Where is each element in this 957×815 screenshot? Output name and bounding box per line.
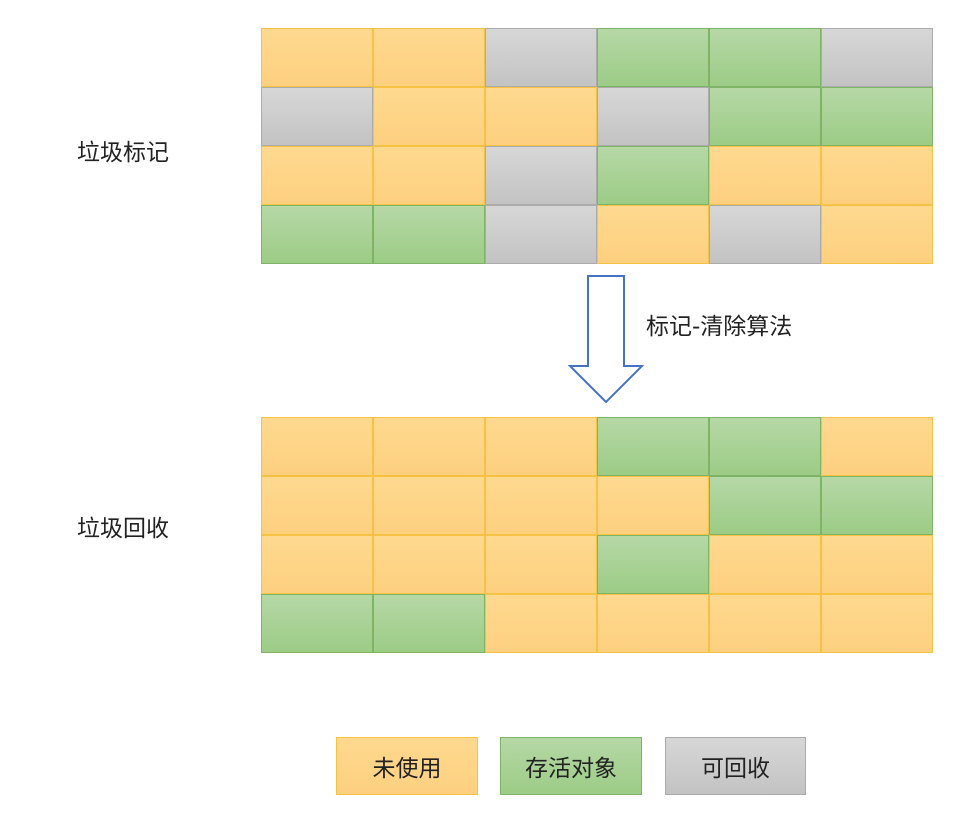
memory-block-unused xyxy=(821,205,933,264)
memory-block-collectable xyxy=(485,205,597,264)
memory-block-unused xyxy=(597,476,709,535)
memory-grid-after xyxy=(261,417,933,653)
legend-alive: 存活对象 xyxy=(500,737,642,795)
memory-block-alive xyxy=(709,28,821,87)
legend-alive-label: 存活对象 xyxy=(525,756,617,782)
legend-collectable: 可回收 xyxy=(665,737,806,795)
memory-block-unused xyxy=(485,535,597,594)
memory-block-alive xyxy=(373,205,485,264)
collection-label: 垃圾回收 xyxy=(77,516,169,542)
memory-block-alive xyxy=(709,417,821,476)
memory-block-collectable xyxy=(709,205,821,264)
memory-block-alive xyxy=(261,594,373,653)
memory-block-unused xyxy=(597,205,709,264)
memory-grid-before xyxy=(261,28,933,264)
memory-block-unused xyxy=(261,535,373,594)
memory-block-collectable xyxy=(821,28,933,87)
legend-collectable-label: 可回收 xyxy=(701,756,770,782)
memory-block-collectable xyxy=(485,28,597,87)
memory-block-alive xyxy=(821,476,933,535)
memory-block-alive xyxy=(597,535,709,594)
memory-block-unused xyxy=(373,87,485,146)
algorithm-label: 标记-清除算法 xyxy=(646,314,793,340)
memory-block-unused xyxy=(821,594,933,653)
memory-block-unused xyxy=(709,535,821,594)
memory-block-alive xyxy=(261,205,373,264)
memory-block-unused xyxy=(261,417,373,476)
memory-block-unused xyxy=(821,146,933,205)
memory-block-unused xyxy=(821,417,933,476)
memory-block-unused xyxy=(373,28,485,87)
memory-block-unused xyxy=(261,146,373,205)
legend-unused: 未使用 xyxy=(336,737,478,795)
memory-block-unused xyxy=(485,417,597,476)
memory-block-unused xyxy=(485,594,597,653)
memory-block-alive xyxy=(597,417,709,476)
memory-block-unused xyxy=(373,146,485,205)
memory-block-unused xyxy=(261,28,373,87)
memory-block-collectable xyxy=(485,146,597,205)
memory-block-unused xyxy=(485,87,597,146)
memory-block-collectable xyxy=(597,87,709,146)
memory-block-alive xyxy=(709,476,821,535)
memory-block-unused xyxy=(373,417,485,476)
memory-block-unused xyxy=(597,594,709,653)
memory-block-unused xyxy=(709,146,821,205)
memory-block-unused xyxy=(709,594,821,653)
memory-block-unused xyxy=(485,476,597,535)
down-arrow-icon xyxy=(568,275,645,404)
memory-block-unused xyxy=(373,476,485,535)
marking-label: 垃圾标记 xyxy=(77,140,169,166)
legend-unused-label: 未使用 xyxy=(372,756,442,782)
memory-block-alive xyxy=(373,594,485,653)
memory-block-alive xyxy=(709,87,821,146)
memory-block-unused xyxy=(821,535,933,594)
memory-block-alive xyxy=(597,28,709,87)
memory-block-unused xyxy=(261,476,373,535)
memory-block-unused xyxy=(373,535,485,594)
memory-block-alive xyxy=(821,87,933,146)
memory-block-collectable xyxy=(261,87,373,146)
memory-block-alive xyxy=(597,146,709,205)
